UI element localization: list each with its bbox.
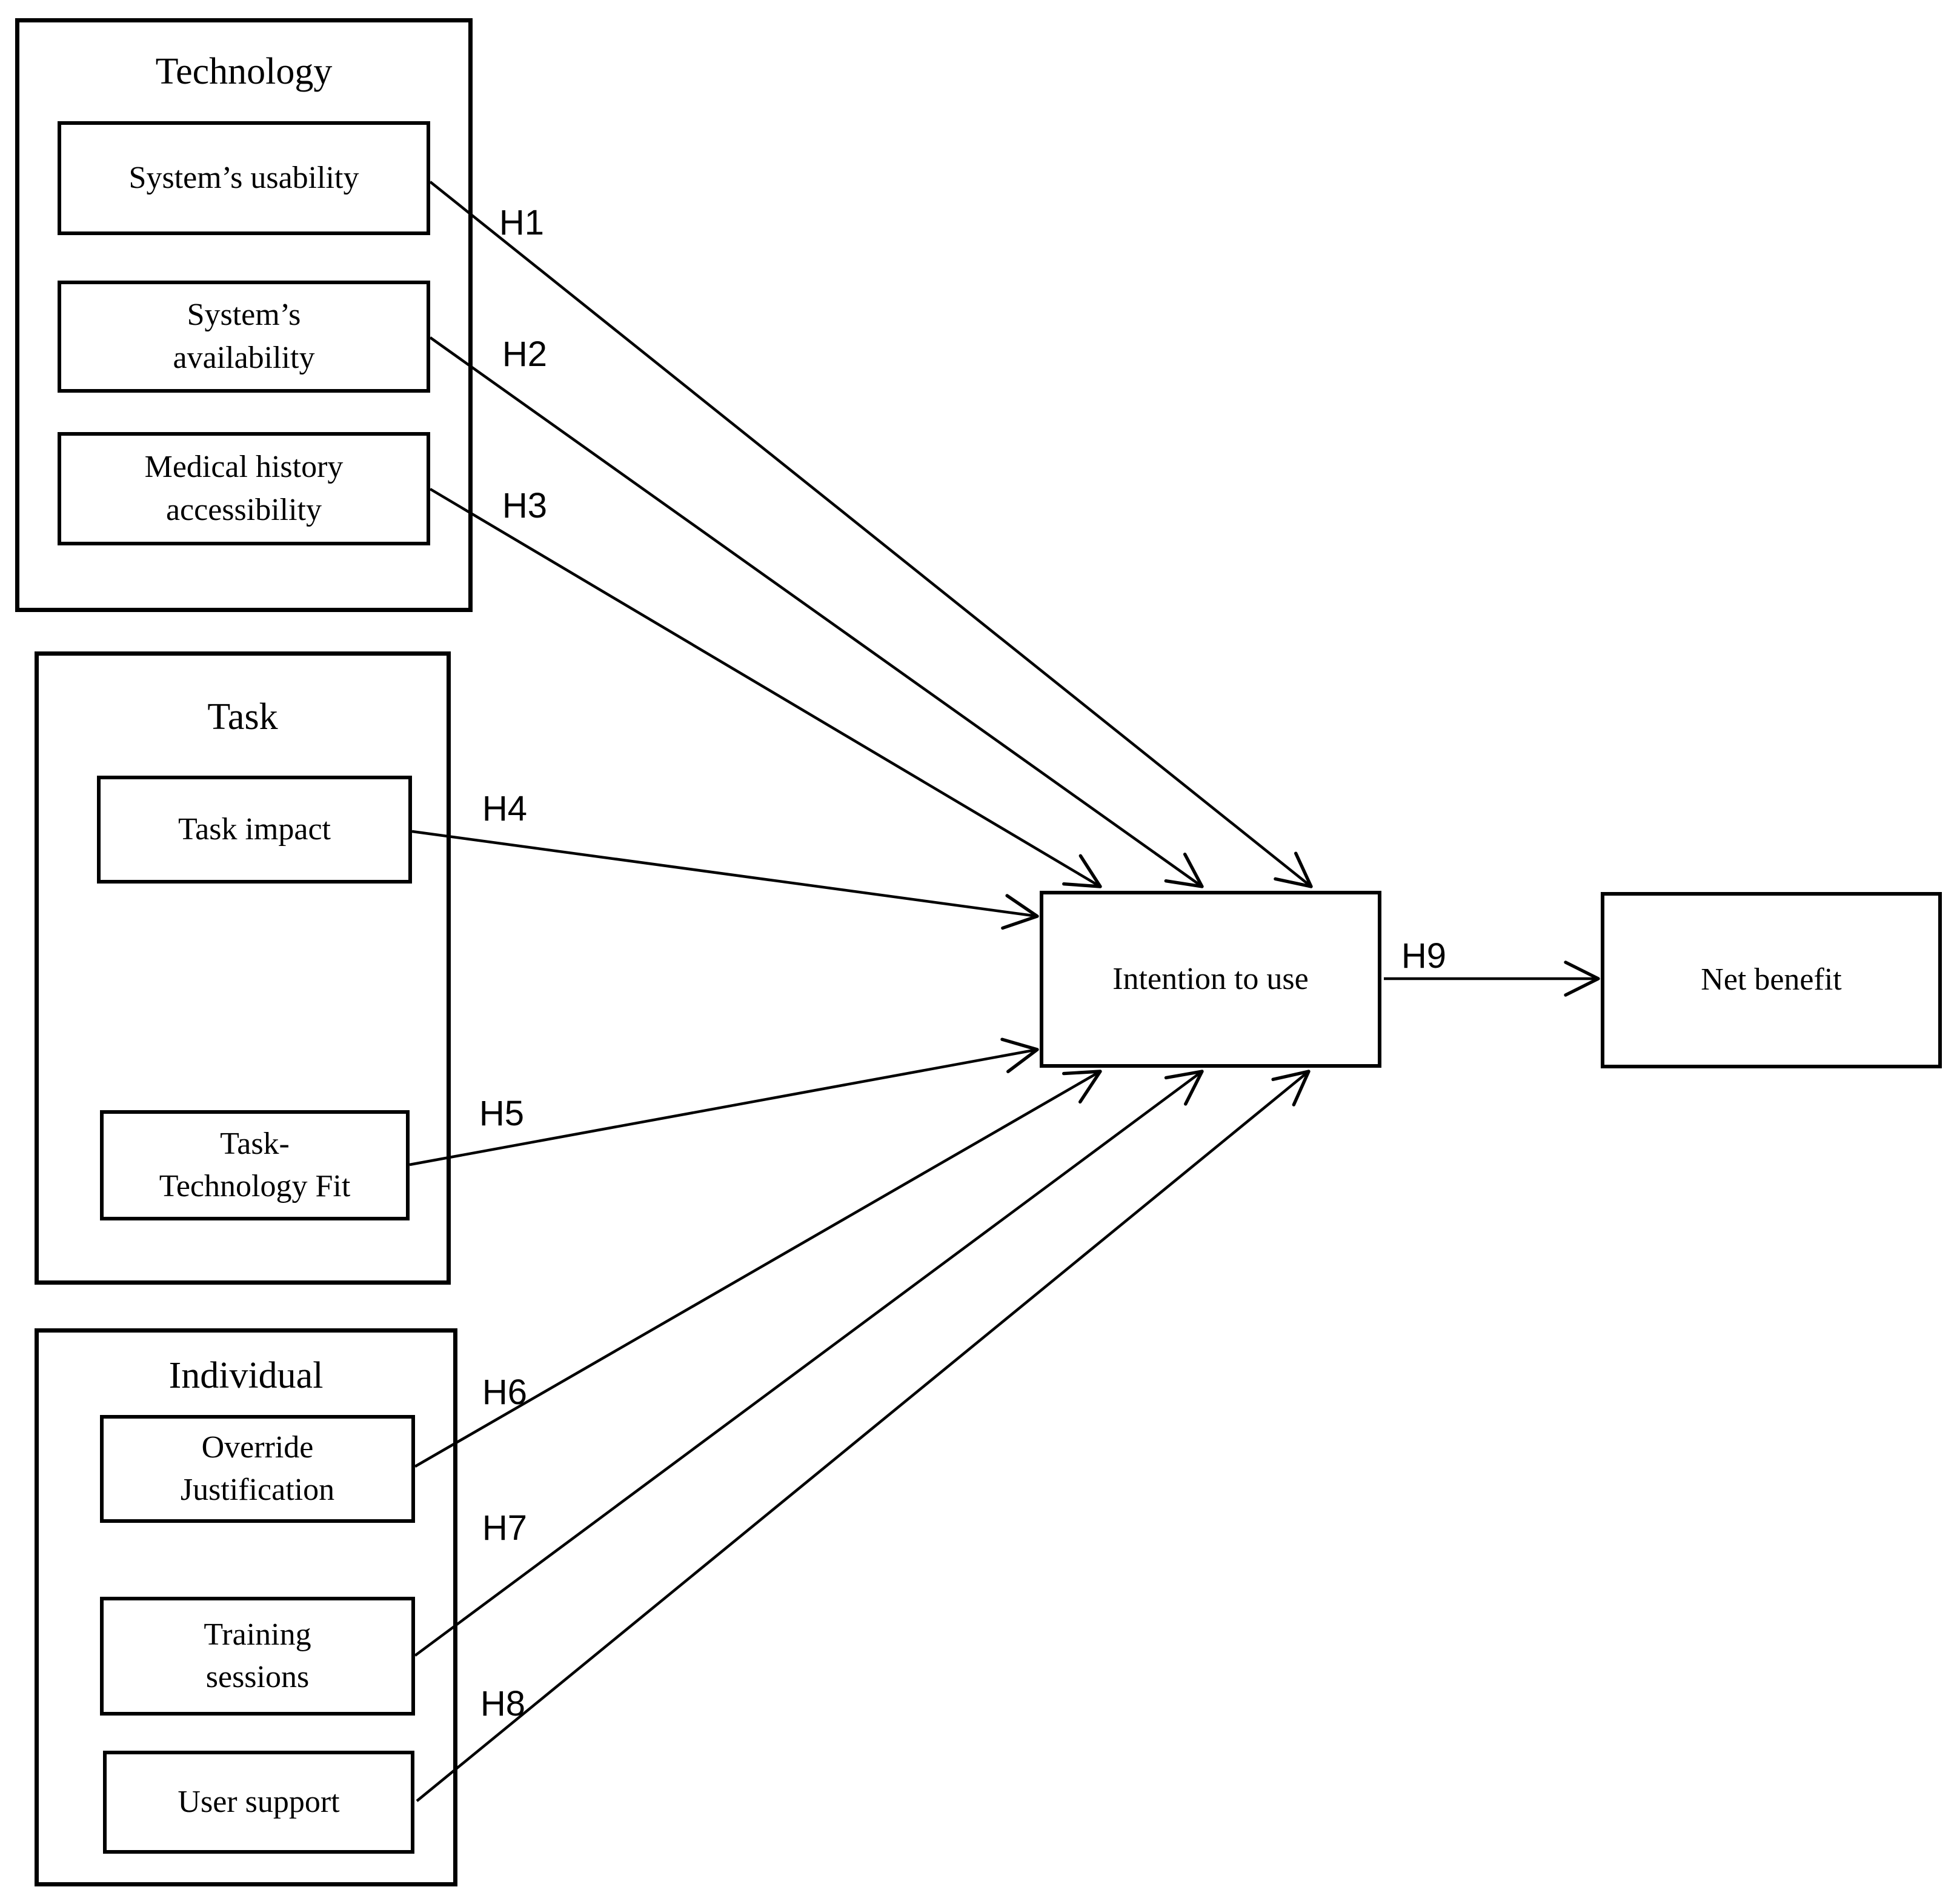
node-intention-to-use: Intention to use [1040, 891, 1381, 1068]
arrow-h7 [414, 1070, 1204, 1657]
node-training-sessions: Training sessions [100, 1597, 415, 1716]
node-net-benefit: Net benefit [1601, 892, 1942, 1068]
hypothesis-label-h1: H1 [499, 203, 545, 242]
hypothesis-label-h8: H8 [480, 1684, 526, 1723]
hypothesis-label-h5: H5 [479, 1094, 525, 1133]
arrow-h4 [411, 830, 1039, 930]
group-individual: Individual [35, 1328, 457, 1886]
hypothesis-label-h2: H2 [502, 335, 548, 374]
group-title-technology: Technology [155, 51, 333, 92]
hypothesis-label-h3: H3 [502, 486, 548, 525]
node-systems-availability: System’s availability [58, 281, 430, 393]
hypothesis-label-h4: H4 [482, 789, 528, 828]
hypothesis-label-h7: H7 [482, 1508, 528, 1548]
node-task-impact: Task impact [97, 776, 412, 884]
node-label: System’s availability [173, 298, 315, 375]
node-override-justification: Override Justification [100, 1415, 415, 1523]
hypothesis-label-h9: H9 [1401, 936, 1447, 976]
node-user-support: User support [103, 1751, 414, 1854]
node-label: System’s usability [128, 160, 359, 195]
arrow-h1 [429, 181, 1313, 888]
node-label: Intention to use [1112, 961, 1309, 996]
hypothesis-label-h6: H6 [482, 1373, 528, 1412]
node-label: Training sessions [204, 1617, 311, 1694]
arrow-h2 [429, 336, 1204, 888]
group-technology: Technology [15, 18, 473, 612]
node-label: Task impact [178, 811, 331, 847]
node-systems-usability: System’s usability [58, 121, 430, 235]
group-task: Task [35, 651, 451, 1285]
arrow-h3 [429, 488, 1102, 888]
arrow-h8 [416, 1070, 1311, 1802]
node-task-technology-fit: Task- Technology Fit [100, 1110, 410, 1220]
node-label: User support [178, 1784, 340, 1819]
node-label: Medical history accessibility [144, 450, 344, 527]
node-label: Override Justification [180, 1430, 335, 1507]
group-title-task: Task [207, 696, 278, 737]
group-title-individual: Individual [168, 1355, 324, 1396]
node-label: Net benefit [1701, 962, 1842, 997]
node-label: Task- Technology Fit [159, 1126, 351, 1203]
node-medical-history-accessibility: Medical history accessibility [58, 432, 430, 545]
